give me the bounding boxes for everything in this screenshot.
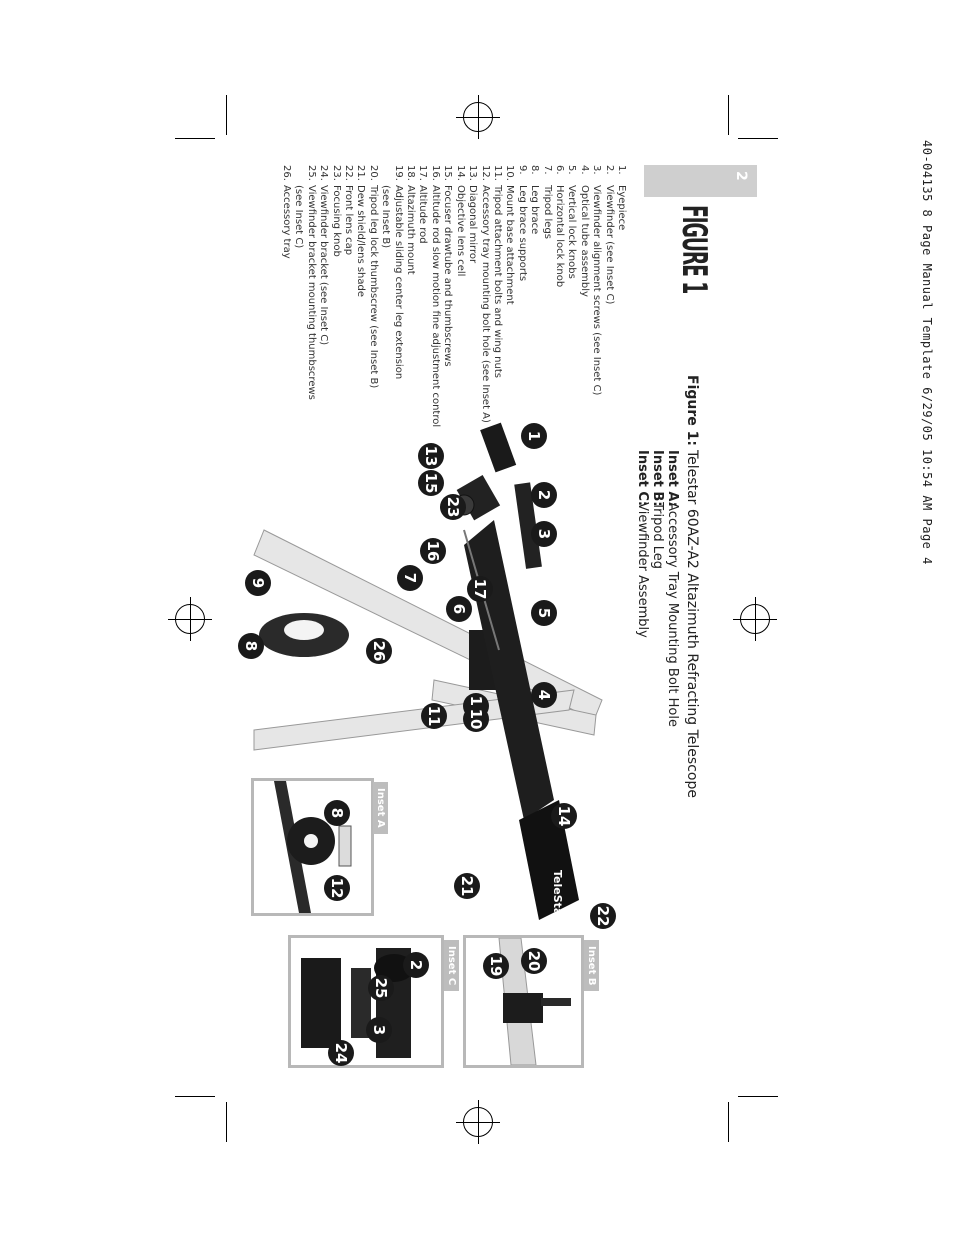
accessory-tray-hole [284, 620, 324, 640]
callout-badge: 21 [454, 873, 480, 899]
callout-badge: 24 [328, 1040, 354, 1066]
crop-mark [728, 95, 729, 135]
callout-badge: 7 [397, 565, 423, 591]
registration-mark [456, 95, 500, 139]
registration-mark [733, 597, 777, 641]
registration-mark [456, 1100, 500, 1144]
crop-mark [175, 1096, 215, 1097]
callout-badge: 6 [446, 596, 472, 622]
inset-a-tab: Inset A [373, 782, 388, 834]
callout-badge: 8 [324, 800, 350, 826]
callout-badge: 22 [590, 903, 616, 929]
callout-badge: 15 [418, 470, 444, 496]
callout-badge: 3 [531, 521, 557, 547]
callout-badge: 19 [483, 953, 509, 979]
callout-badge: 3 [366, 1017, 392, 1043]
callout-badge: 25 [368, 975, 394, 1001]
callout-badge: 9 [245, 570, 271, 596]
crop-mark [728, 1102, 729, 1142]
crop-mark [226, 1102, 227, 1142]
callout-badge: 4 [531, 682, 557, 708]
brand-logo-text: TeleStar [551, 870, 564, 921]
inset-b-tab: Inset B [584, 940, 599, 992]
callout-badge: 10 [463, 706, 489, 732]
callout-badge: 5 [531, 600, 557, 626]
inset-c-tab: Inset C [444, 940, 459, 992]
callout-badge: 13 [418, 443, 444, 469]
callout-badge: 16 [420, 538, 446, 564]
callout-badge: 26 [366, 638, 392, 664]
inset-a [251, 778, 374, 916]
registration-mark [168, 597, 212, 641]
crop-mark [738, 138, 778, 139]
callout-badge: 14 [551, 803, 577, 829]
crop-mark [738, 1096, 778, 1097]
inset-a-illustration [274, 781, 352, 913]
crop-mark [175, 138, 215, 139]
callout-badge: 2 [531, 482, 557, 508]
viewfinder [514, 482, 542, 569]
eyepiece [480, 422, 517, 473]
callout-badge: 11 [421, 703, 447, 729]
callout-badge: 20 [521, 948, 547, 974]
callout-badge: 17 [467, 576, 493, 602]
callout-badge: 23 [440, 494, 466, 520]
callout-badge: 8 [238, 633, 264, 659]
dew-shield [519, 800, 579, 920]
callout-badge: 2 [403, 952, 429, 978]
tripod-leg [253, 689, 575, 751]
callout-badge: 12 [324, 875, 350, 901]
callout-badge: 1 [521, 423, 547, 449]
crop-mark [226, 95, 227, 135]
diagonal-mirror [456, 475, 501, 521]
